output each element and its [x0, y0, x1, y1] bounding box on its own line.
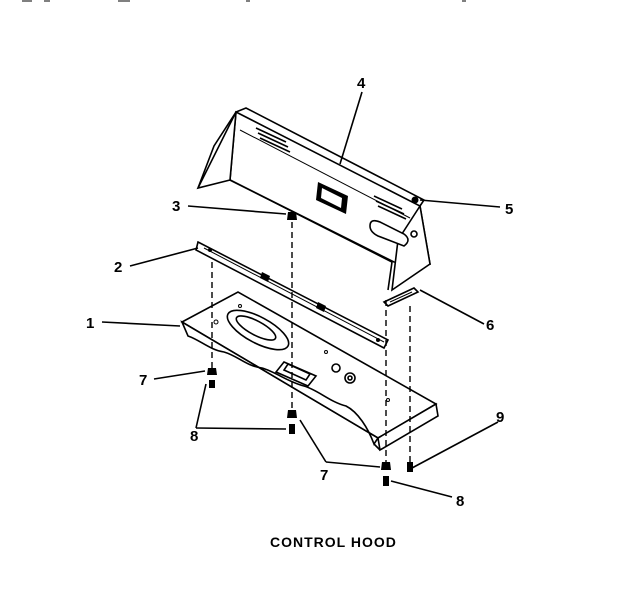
callout-7-left: 7	[139, 372, 147, 389]
callout-8-right: 8	[456, 493, 464, 510]
callout-9: 9	[496, 409, 504, 426]
callout-4: 4	[357, 75, 366, 92]
nut-7-center	[287, 410, 297, 418]
callout-1: 1	[86, 315, 94, 332]
nut-3	[287, 212, 297, 220]
nut-7-right	[381, 462, 391, 470]
callout-3: 3	[172, 198, 180, 215]
assembly-lines	[211, 222, 411, 462]
base-plate	[180, 291, 439, 452]
fasteners	[207, 196, 419, 486]
screw-8-left	[209, 380, 215, 388]
callout-7-right: 7	[320, 467, 328, 484]
screw-8-right	[383, 476, 389, 486]
diagram-title: CONTROL HOOD	[270, 534, 397, 550]
callout-labels: 1 2 3 4 5 6 7 8 7 9 8	[86, 75, 513, 510]
callout-2: 2	[114, 259, 122, 276]
callout-5: 5	[505, 201, 513, 218]
screw-5	[411, 196, 419, 204]
bracket	[382, 287, 420, 307]
control-hood-panel	[196, 107, 431, 292]
callout-8-left: 8	[190, 428, 198, 445]
nut-7-left	[207, 368, 217, 375]
screw-9	[407, 462, 413, 472]
leader-lines	[101, 91, 501, 498]
callout-6: 6	[486, 317, 494, 334]
screw-8-center	[289, 424, 295, 434]
